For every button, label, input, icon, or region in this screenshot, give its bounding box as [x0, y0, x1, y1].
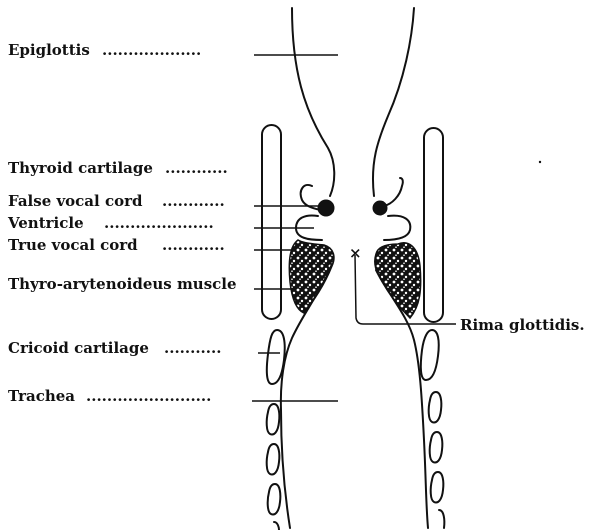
tracheal-rings: [267, 392, 445, 530]
left-larynx-wall: [281, 8, 334, 528]
leader-dots-cricoid: ...........: [164, 339, 221, 357]
leader-dots-false-cord: ............: [162, 192, 225, 210]
false-vocal-cord-left: [318, 200, 334, 216]
thyroid-cartilage-right: [424, 128, 443, 322]
label-false-vocal-cord: False vocal cord: [8, 192, 143, 210]
label-thyroid-cartilage: Thyroid cartilage: [8, 159, 153, 177]
label-trachea: Trachea: [8, 387, 75, 405]
label-ventricle: Ventricle: [7, 214, 84, 232]
cricoid-right: [421, 330, 439, 380]
label-epiglottis: Epiglottis: [8, 41, 90, 59]
label-rima-glottidis: Rima glottidis.: [460, 316, 585, 334]
rima-glottidis-cross: ×: [349, 244, 362, 262]
leader-dots-trachea: ........................: [86, 387, 211, 405]
leader-lines: [252, 55, 456, 401]
leader-dots-true-cord: ............: [162, 236, 225, 254]
label-true-vocal-cord: True vocal cord: [8, 236, 138, 254]
right-larynx-wall: [373, 8, 428, 528]
thyroid-cartilage-left: [262, 125, 281, 319]
leader-dots-thyroid: ............: [165, 159, 228, 177]
false-vocal-cord-right: [373, 201, 387, 215]
speck: [539, 161, 541, 163]
label-thyro-arytenoideus: Thyro-arytenoideus muscle: [8, 275, 237, 293]
label-cricoid-cartilage: Cricoid cartilage: [8, 339, 149, 357]
leader-dots-ventricle: .....................: [104, 214, 214, 232]
leader-dots-epiglottis: ...................: [102, 41, 201, 59]
